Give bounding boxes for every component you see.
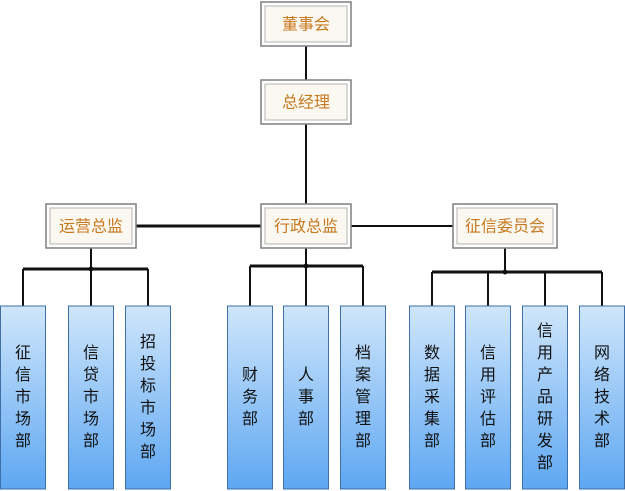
department-label: 档案管理部 xyxy=(355,344,371,450)
department-box xyxy=(340,305,386,490)
node-head-operations: 运营总监 xyxy=(45,203,137,249)
department-label: 招投标市场部 xyxy=(140,333,156,461)
department-box xyxy=(68,305,114,490)
department-box xyxy=(125,305,171,490)
department-node: 人事部 xyxy=(283,305,329,490)
department-node: 征信市场部 xyxy=(0,305,46,490)
department-box xyxy=(283,305,329,490)
department-box xyxy=(0,305,46,490)
department-label: 信贷市场部 xyxy=(83,344,99,450)
node-head-administration-label: 行政总监 xyxy=(274,217,338,236)
department-node: 信贷市场部 xyxy=(68,305,114,490)
department-box xyxy=(579,305,625,490)
department-node: 档案管理部 xyxy=(340,305,386,490)
department-box xyxy=(409,305,455,490)
department-label: 征信市场部 xyxy=(15,344,31,450)
node-general-manager: 总经理 xyxy=(260,79,352,125)
department-box xyxy=(465,305,511,490)
department-label: 信用产品研发部 xyxy=(537,322,553,472)
node-head-credit-committee: 征信委员会 xyxy=(452,203,558,249)
department-node: 信用产品研发部 xyxy=(522,305,568,490)
department-node: 数据采集部 xyxy=(409,305,455,490)
department-node: 财务部 xyxy=(227,305,273,490)
node-head-credit-committee-label: 征信委员会 xyxy=(465,217,545,236)
department-node: 招投标市场部 xyxy=(125,305,171,490)
department-node: 网络技术部 xyxy=(579,305,625,490)
department-node: 信用评估部 xyxy=(465,305,511,490)
department-label: 财务部 xyxy=(242,366,258,428)
department-label: 人事部 xyxy=(298,366,314,428)
node-head-administration: 行政总监 xyxy=(260,203,352,249)
junction-dot xyxy=(502,269,508,275)
node-board: 董事会 xyxy=(260,1,352,47)
node-board-label: 董事会 xyxy=(282,15,330,34)
department-label: 信用评估部 xyxy=(480,344,496,450)
department-label: 网络技术部 xyxy=(594,345,610,450)
department-nodes: 征信市场部 信贷市场部 招投标市场部 财务部 人事部 档案管理部 数据采集部 信用评估部 信用产… xyxy=(0,305,625,490)
department-label: 数据采集部 xyxy=(424,344,440,450)
department-box xyxy=(227,305,273,490)
node-gm-label: 总经理 xyxy=(282,93,330,112)
department-box xyxy=(522,305,568,490)
connector-lines xyxy=(22,46,603,306)
node-head-operations-label: 运营总监 xyxy=(59,217,123,236)
